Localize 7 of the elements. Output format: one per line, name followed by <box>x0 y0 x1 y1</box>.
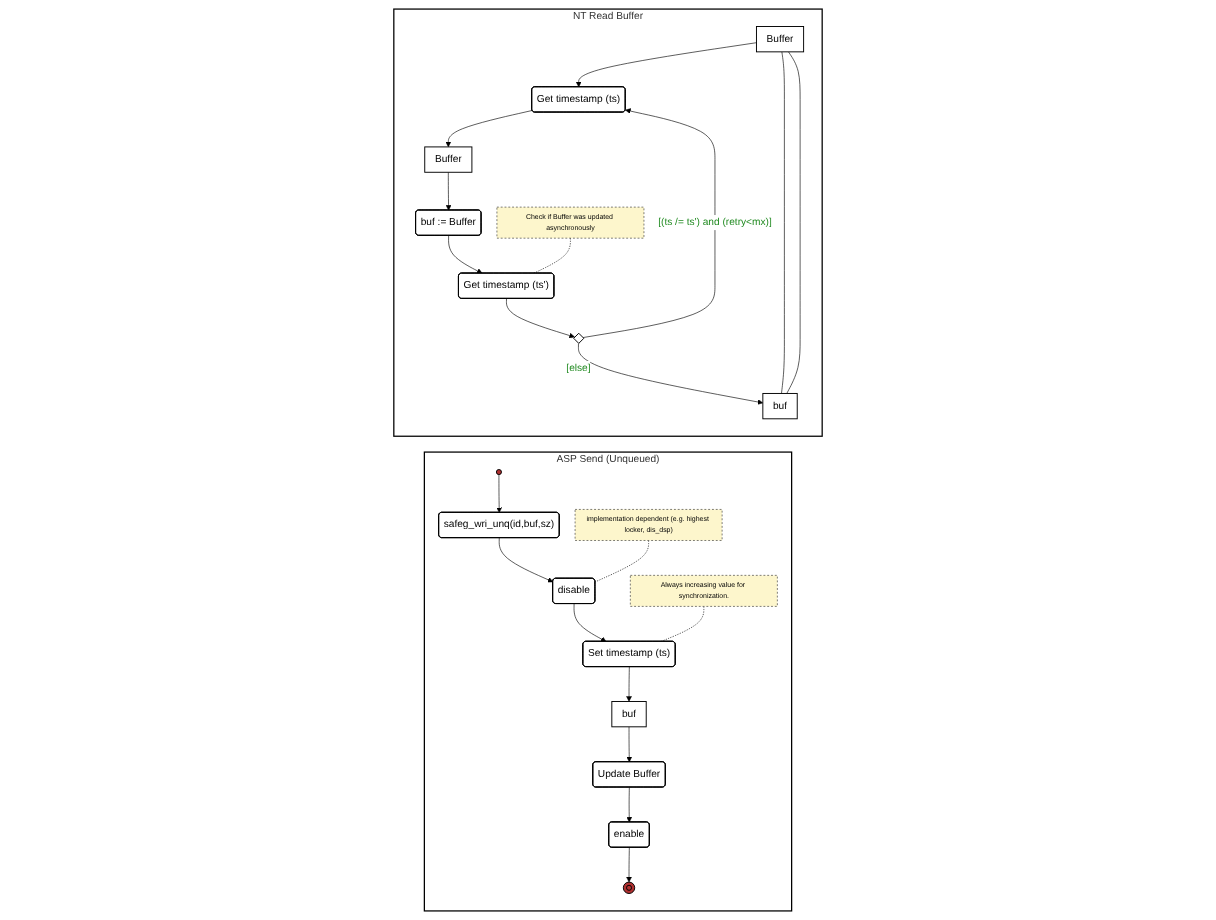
connector <box>781 51 785 394</box>
connector <box>533 237 571 274</box>
connector <box>594 540 649 583</box>
connector <box>660 606 705 642</box>
node-circle <box>495 469 502 476</box>
node-diamond <box>573 332 585 344</box>
connector <box>786 51 801 394</box>
